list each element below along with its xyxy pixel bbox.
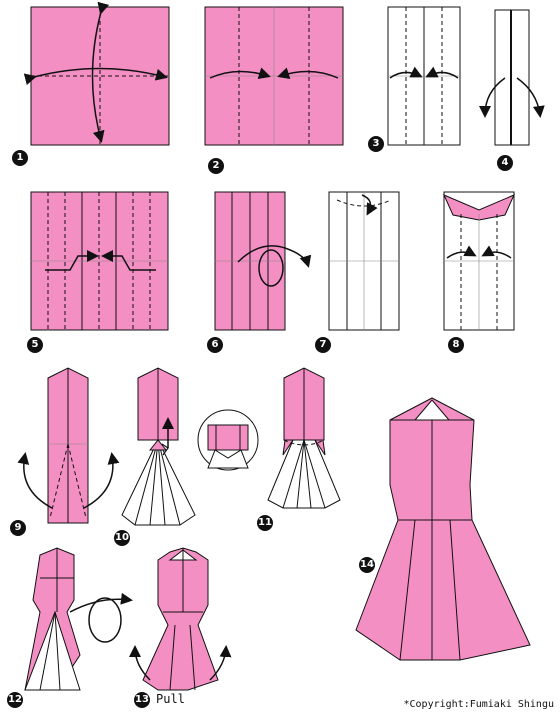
step-12-dress-folded [24, 547, 133, 691]
step-number-3: 3 [368, 136, 384, 152]
step-6-pleated-panel [214, 191, 312, 331]
step-number-13: 13 [134, 692, 150, 708]
pull-label: Pull [156, 692, 185, 706]
step-number-10: 10 [114, 530, 130, 546]
step-14-finished-dress [355, 397, 531, 661]
step-number-14: 14 [359, 557, 375, 573]
step-1-square [23, 1, 170, 146]
step-7-flipped-panel [328, 191, 400, 331]
step-number-5: 5 [27, 337, 43, 353]
step-number-11: 11 [257, 515, 273, 531]
step-9-tall-strip [17, 367, 120, 524]
step-number-9: 9 [10, 520, 26, 536]
step-number-4: 4 [497, 155, 513, 171]
step-number-12: 12 [7, 692, 23, 708]
step-10-skirt-open [121, 367, 259, 526]
step-4-narrow-strip [479, 9, 545, 146]
step-11-skirt-gathered [267, 367, 341, 509]
step-2-square [204, 6, 344, 146]
step-number-2: 2 [208, 158, 224, 174]
step-8-collar-panel [443, 191, 515, 331]
step-number-6: 6 [207, 337, 223, 353]
step-5-pleated-square [30, 191, 169, 331]
step-number-7: 7 [315, 337, 331, 353]
copyright-text: *Copyright:Fumiaki Shingu [403, 699, 554, 710]
step-number-1: 1 [12, 150, 28, 166]
step-13-dress-pull [129, 547, 232, 691]
step-3-folded-strip [387, 6, 461, 146]
step-number-8: 8 [448, 337, 464, 353]
